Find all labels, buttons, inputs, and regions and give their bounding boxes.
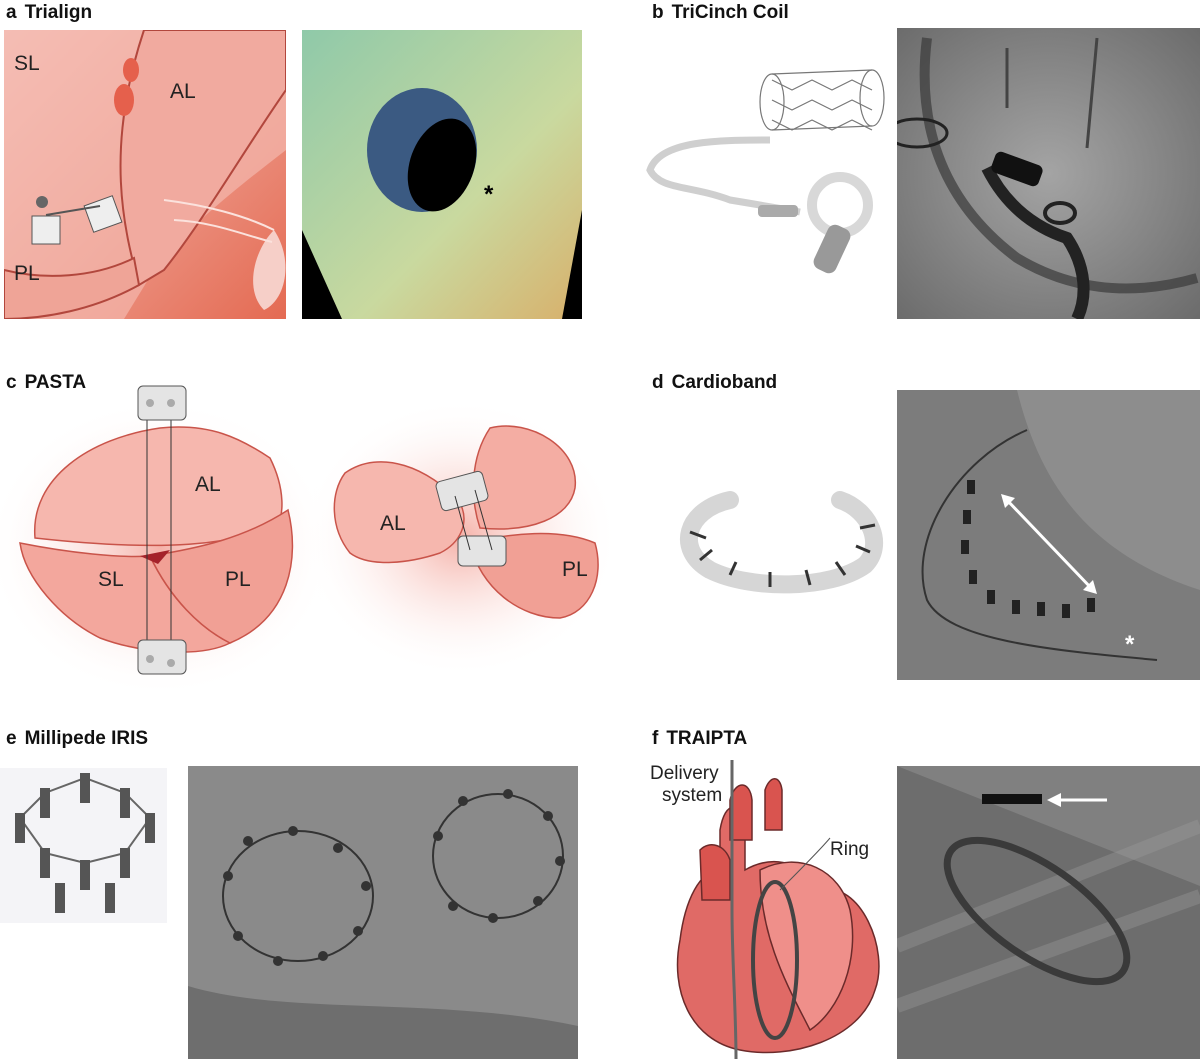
panel-name: TRAIPTA xyxy=(666,728,748,749)
cardioband-device-photo xyxy=(680,491,884,594)
panel-a-title: a Trialign xyxy=(6,2,92,24)
pasta-illustration: AL SL PL AL PL xyxy=(0,385,620,690)
panel-name: Cardioband xyxy=(671,372,778,393)
millipede-fluoro-image xyxy=(188,766,578,1059)
panel-letter: e xyxy=(6,728,17,749)
label-al: AL xyxy=(195,473,221,496)
panel-letter: d xyxy=(652,372,664,393)
panel-name: PASTA xyxy=(24,372,87,393)
pledget-device xyxy=(31,195,123,245)
pledget-top xyxy=(137,385,187,421)
tricinch-fluoro-image xyxy=(897,28,1200,319)
panel-name: Trialign xyxy=(24,2,93,23)
label-ring: Ring xyxy=(830,839,869,860)
label-al: AL xyxy=(380,512,406,535)
double-arrow xyxy=(1003,496,1095,592)
tricinch-device-photo xyxy=(646,69,885,274)
delivery-system-line xyxy=(730,760,738,1059)
label-sl: SL xyxy=(98,568,124,591)
marker-device xyxy=(982,794,1042,804)
panel-b-title: b TriCinch Coil xyxy=(652,2,789,24)
panel-d-title: d Cardioband xyxy=(652,372,777,394)
ring-implant xyxy=(751,880,799,1040)
pasta-valve-after xyxy=(333,425,599,619)
traipta-heart-illustration: Delivery system Ring xyxy=(650,760,880,1059)
label-pl: PL xyxy=(14,262,40,285)
panel-name: TriCinch Coil xyxy=(671,2,789,23)
millipede-device-photo xyxy=(0,768,167,923)
pledget-right-bottom xyxy=(457,535,507,567)
stent xyxy=(759,69,885,131)
pledget-right-top xyxy=(435,470,489,512)
label-pl: PL xyxy=(225,568,251,591)
panel-letter: f xyxy=(652,728,659,749)
pasta-valve-before xyxy=(19,426,294,653)
panel-name: Millipede IRIS xyxy=(24,728,149,749)
panel-e-title: e Millipede IRIS xyxy=(6,728,148,750)
ring-implant xyxy=(943,836,1131,986)
label-al: AL xyxy=(170,80,196,103)
traipta-fluoro-image xyxy=(897,766,1200,1059)
trialign-illustration: SL AL PL xyxy=(4,30,286,319)
label-pl: PL xyxy=(562,558,588,581)
cardioband-fluoro-image: * xyxy=(897,390,1200,680)
panel-letter: a xyxy=(6,2,17,23)
echo-asterisk: * xyxy=(484,181,494,208)
label-delivery: Delivery xyxy=(650,763,719,784)
label-system: system xyxy=(662,785,722,806)
pledget-bottom xyxy=(137,639,187,675)
fluoro-asterisk: * xyxy=(1125,631,1135,658)
anchor-coils xyxy=(961,480,1095,618)
panel-c-title: c PASTA xyxy=(6,372,86,394)
label-sl: SL xyxy=(14,52,40,75)
panel-letter: c xyxy=(6,372,17,393)
panel-letter: b xyxy=(652,2,664,23)
heart xyxy=(676,778,880,1054)
trialign-echo-image: * xyxy=(302,30,582,319)
panel-f-title: f TRAIPTA xyxy=(652,728,747,750)
